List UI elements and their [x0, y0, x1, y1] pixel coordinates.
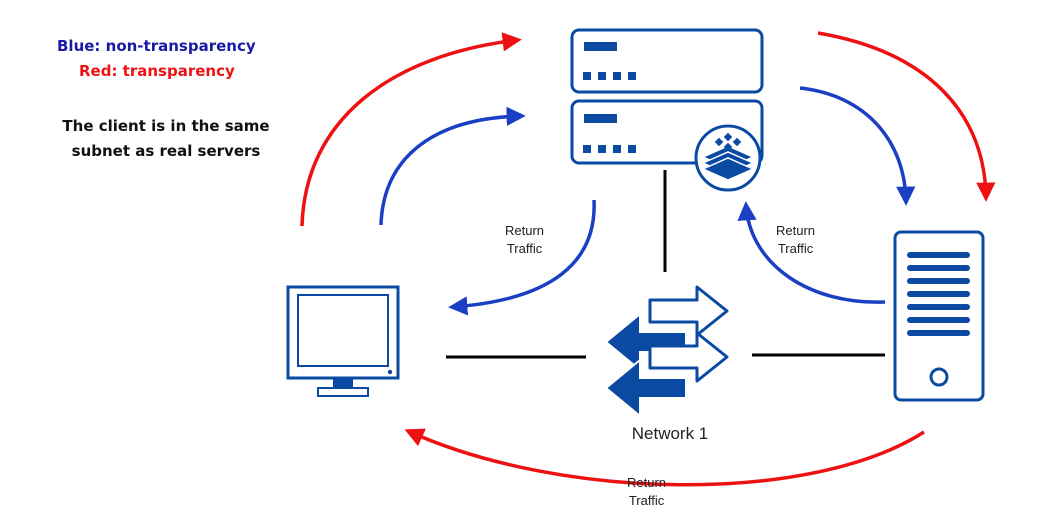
blue-flows [379, 86, 916, 316]
blue-flow-lb-to-client [448, 199, 596, 316]
subnet-note-line2: subnet as real servers [71, 142, 261, 160]
legend-red-label: Red: transparency [79, 62, 235, 80]
subnet-note: The client is in the same subnet as real… [53, 114, 279, 164]
network-switch-icon [604, 285, 729, 419]
network-label: Network 1 [631, 424, 709, 443]
return-traffic-bottom-line1: Return [627, 475, 667, 490]
return-traffic-bottom-line2: Traffic [628, 493, 665, 508]
switch-arrow-right-top [648, 285, 729, 337]
switch-arrow-right-bottom [648, 331, 729, 383]
return-traffic-label-bottom: Return Traffic [627, 474, 666, 510]
rack-leds [583, 145, 636, 153]
return-traffic-left-line1: Return [505, 223, 545, 238]
return-traffic-left-line2: Traffic [506, 241, 543, 256]
red-flow-client-to-lb [300, 32, 522, 227]
blue-flow-client-to-lb [379, 106, 526, 226]
network-links [446, 170, 885, 359]
tower-server-icon [893, 230, 985, 402]
subnet-note-line1: The client is in the same [62, 117, 270, 135]
load-balancer-unit-top [570, 28, 764, 94]
red-flow-server-to-client [404, 428, 925, 487]
return-traffic-label-right: Return Traffic [776, 222, 815, 258]
return-traffic-label-left: Return Traffic [505, 222, 544, 258]
rack-label-bar [584, 42, 617, 51]
monitor-icon [286, 285, 400, 397]
layers-badge-icon [694, 124, 762, 192]
legend-blue-label: Blue: non-transparency [57, 37, 256, 55]
red-flows [300, 31, 996, 487]
server-rack-icon [570, 28, 764, 94]
return-traffic-right-line2: Traffic [777, 241, 814, 256]
rack-leds [583, 72, 636, 80]
rack-label-bar [584, 114, 617, 123]
return-traffic-right-line1: Return [776, 223, 816, 238]
blue-flow-server-to-lb [737, 201, 886, 304]
blue-flow-lb-to-server [799, 86, 916, 206]
red-flow-lb-to-server [817, 31, 996, 202]
switch-arrow-left-bottom [604, 357, 687, 419]
